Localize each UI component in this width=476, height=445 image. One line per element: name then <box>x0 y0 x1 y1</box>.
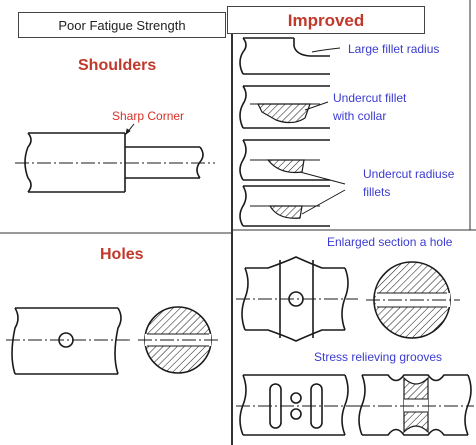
poor-fatigue-header: Poor Fatigue Strength <box>18 12 226 38</box>
shaft-undercut-radius-2 <box>239 171 346 227</box>
undercut-radius-label-2: fillets <box>363 185 391 199</box>
shaft-with-hole <box>6 307 130 375</box>
undercut-collar-label-1: Undercut fillet <box>333 91 407 105</box>
shaft-undercut-radius-1 <box>239 139 330 181</box>
shaft-enlarged-section <box>236 256 358 342</box>
stress-grooves-label: Stress relieving grooves <box>314 350 443 364</box>
shaft-large-fillet <box>239 37 341 75</box>
enlarged-section-label: Enlarged section a hole <box>327 235 453 249</box>
enlarged-cross-section <box>366 261 460 339</box>
sharp-corner-label: Sharp Corner <box>112 109 185 123</box>
shoulders-title: Shoulders <box>78 57 157 74</box>
hole-cross-section <box>138 306 220 374</box>
undercut-radius-label-1: Undercut radiuse <box>363 167 455 181</box>
improved-header: Improved <box>227 6 425 34</box>
shaft-grooves-right <box>356 374 474 436</box>
holes-title: Holes <box>100 246 144 263</box>
undercut-collar-label-2: with collar <box>333 109 387 123</box>
large-fillet-label: Large fillet radius <box>348 42 440 56</box>
shaft-undercut-collar <box>239 85 330 129</box>
shaft-grooves-left <box>236 374 358 436</box>
shaft-sharp-corner <box>15 123 215 193</box>
